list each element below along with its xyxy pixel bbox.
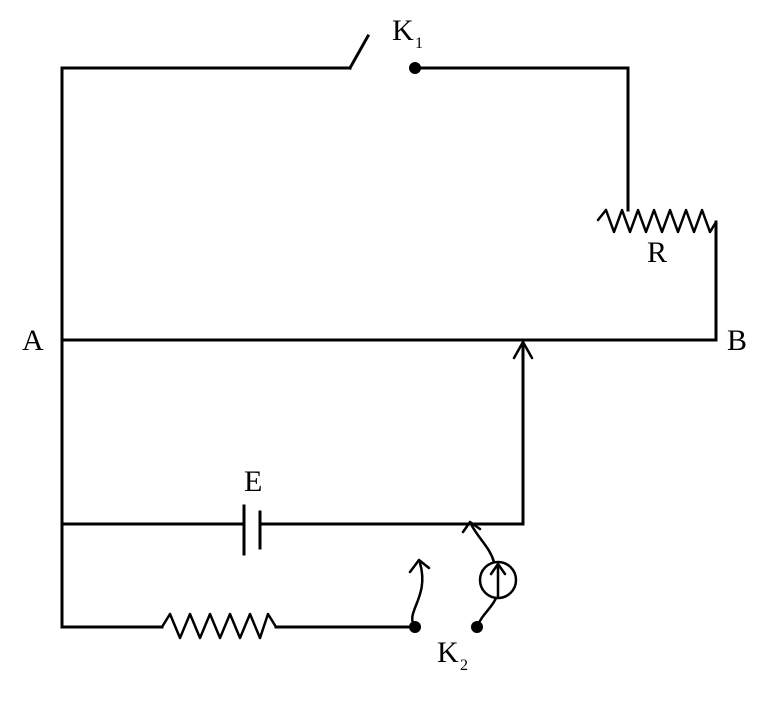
- label-b: B: [727, 324, 747, 357]
- primary-circuit: [60, 33, 718, 342]
- label-e: E: [244, 465, 262, 498]
- label-k1: K: [392, 14, 414, 47]
- label-a: A: [22, 324, 44, 357]
- galvanometer-lead-lower: [475, 596, 498, 629]
- galvanometer-circle-icon: [478, 560, 518, 600]
- galvanometer-lead-upper: [470, 524, 496, 564]
- galvanometer-needle-icon: [489, 562, 507, 598]
- jockey-arrow-icon: [512, 340, 534, 360]
- primary-left-wire: [60, 66, 352, 342]
- label-r: R: [647, 236, 667, 269]
- label-k2: K: [437, 636, 459, 669]
- bottom-branch: [60, 520, 518, 640]
- jockey: [512, 340, 534, 526]
- secondary-circuit: [60, 338, 525, 629]
- rheostat-r-zigzag: [596, 208, 718, 234]
- key-k2-left-arrow-icon: [408, 558, 431, 574]
- key-k2-left-lever: [411, 561, 424, 629]
- primary-top-right-wire: [413, 66, 630, 212]
- label-k2-subscript: 2: [460, 657, 468, 674]
- galvanometer-lead-arrow-icon: [461, 520, 482, 534]
- label-k1-subscript: 1: [415, 35, 423, 52]
- key-k1-lever: [347, 33, 371, 71]
- series-resistor-zigzag: [160, 612, 278, 640]
- circuit-labels: K 1 R A B E K 2: [22, 14, 747, 674]
